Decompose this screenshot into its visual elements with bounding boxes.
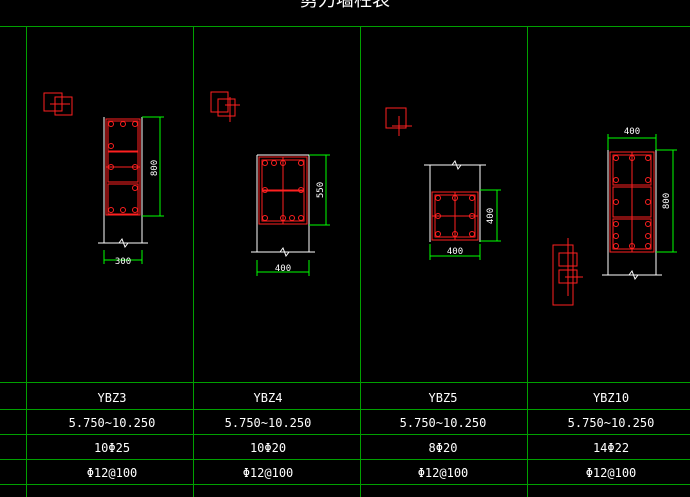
dimension-lines — [103, 116, 164, 264]
longitudinal-ybz3: 10Φ25 — [94, 441, 130, 455]
column-id-ybz10: YBZ10 — [593, 391, 629, 405]
section-outline — [98, 117, 148, 249]
elevation-ybz4: 5.750~10.250 — [225, 416, 312, 430]
longitudinal-ybz5: 8Φ20 — [429, 441, 458, 455]
key-plan-icon — [43, 92, 73, 116]
column-id-ybz4: YBZ4 — [254, 391, 283, 405]
section-outline — [424, 159, 486, 242]
dim-height-label: 800 — [662, 193, 672, 209]
dim-height-label: 400 — [486, 208, 496, 224]
key-plan-icon — [552, 238, 583, 306]
dim-width-label: 300 — [115, 257, 131, 267]
dim-width-label: 400 — [447, 247, 463, 257]
elevation-ybz3: 5.750~10.250 — [69, 416, 156, 430]
column-ybz10-detail: 400 800 — [552, 127, 677, 306]
rebar-cage — [105, 118, 141, 216]
stirrup-ybz10: Φ12@100 — [586, 466, 637, 480]
elevation-ybz5: 5.750~10.250 — [400, 416, 487, 430]
rebar-cage — [431, 191, 479, 241]
stirrup-ybz3: Φ12@100 — [87, 466, 138, 480]
key-plan-icon — [210, 91, 240, 122]
dim-height-label: 550 — [316, 182, 326, 198]
column-ybz3-detail: 800 300 — [43, 92, 164, 267]
rebar-cage — [258, 156, 308, 225]
stirrup-ybz4: Φ12@100 — [243, 466, 294, 480]
rebar-cage — [609, 151, 655, 253]
column-id-ybz5: YBZ5 — [429, 391, 458, 405]
key-plan-icon — [385, 107, 412, 136]
longitudinal-ybz10: 14Φ22 — [593, 441, 629, 455]
column-ybz5-detail: 400 400 — [385, 107, 501, 260]
dim-width-label: 400 — [275, 264, 291, 274]
column-id-ybz3: YBZ3 — [98, 391, 127, 405]
dim-height-label: 800 — [150, 160, 160, 176]
elevation-ybz10: 5.750~10.250 — [568, 416, 655, 430]
table-rows: YBZ3 YBZ4 YBZ5 YBZ10 5.750~10.250 5.750~… — [69, 391, 655, 480]
section-outline — [602, 150, 662, 281]
table-title: 剪力墙柱表 — [300, 0, 390, 11]
stirrup-ybz5: Φ12@100 — [418, 466, 469, 480]
section-outline — [251, 154, 315, 258]
dim-width-label: 400 — [624, 127, 640, 137]
dimension-lines — [429, 189, 501, 260]
dimension-lines — [607, 134, 677, 253]
dimension-lines — [256, 154, 330, 276]
column-ybz4-detail: 550 400 — [210, 91, 330, 276]
longitudinal-ybz4: 10Φ20 — [250, 441, 286, 455]
table-grid — [0, 26, 690, 497]
